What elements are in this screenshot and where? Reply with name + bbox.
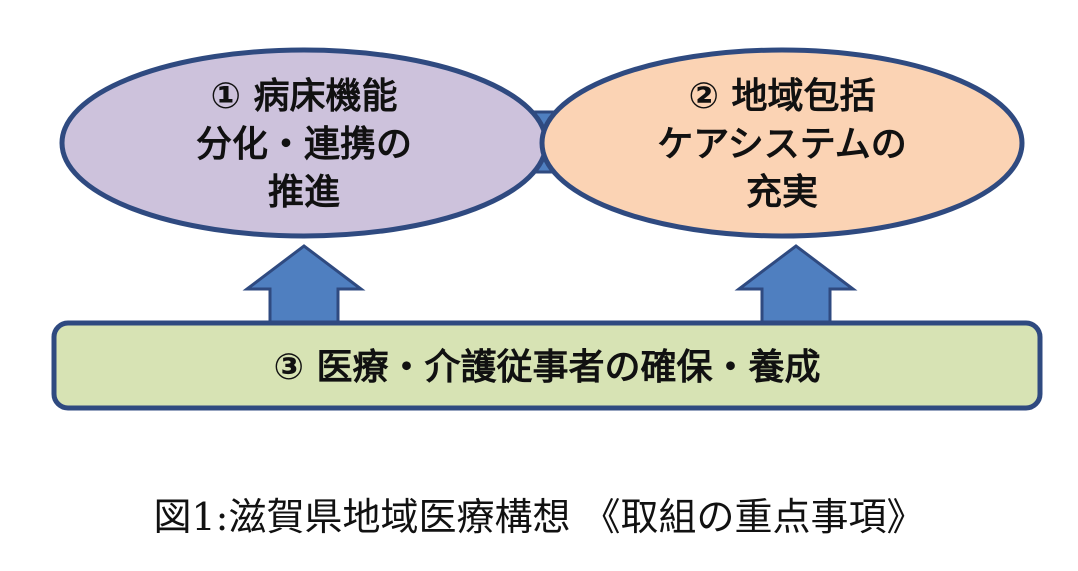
node-1-line-3: 推進 [268,172,340,213]
figure-caption: 図1:滋賀県地域医療構想 《取組の重点事項》 [153,495,924,539]
node-2-line-3: 充実 [746,172,818,213]
node-1-line-1: ① 病床機能 [210,76,397,117]
node-2-ellipse [539,47,1025,239]
node-3-workforce: ③ 医療・介護従事者の確保・養成 [51,320,1043,411]
up-arrow-left [242,244,366,324]
node-1-bed-function: ① 病床機能 分化・連携の 推進 [59,47,549,239]
node-3-label: ③ 医療・介護従事者の確保・養成 [273,347,820,388]
node-2-line-1: ② 地域包括 [688,76,875,117]
node-2-community-care: ② 地域包括 ケアシステムの 充実 [539,47,1025,239]
arrow-left-shape [242,244,366,324]
up-arrow-right [734,244,858,324]
node-3-rect [51,320,1043,411]
node-1-line-2: 分化・連携の [196,124,412,165]
node-2-line-2: ケアシステムの [657,124,906,165]
arrow-right-shape [734,244,858,324]
